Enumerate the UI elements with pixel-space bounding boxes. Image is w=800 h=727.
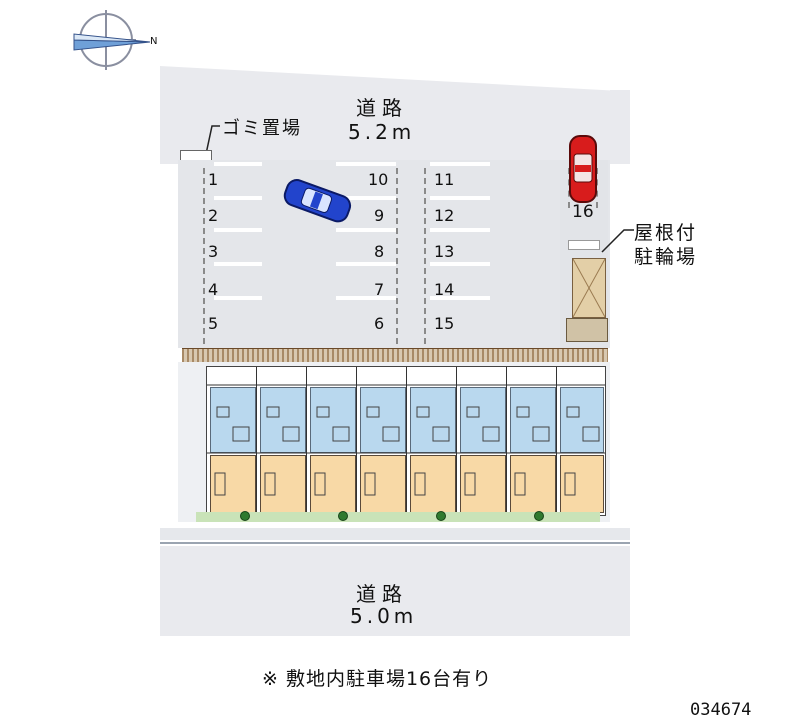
stall-divider (396, 168, 398, 344)
bike-parking-label-2: 駐輪場 (634, 246, 698, 268)
stall-line (336, 228, 396, 232)
parking-space-12: 12 (434, 206, 455, 225)
stall-divider (203, 168, 205, 344)
apartment-building (206, 366, 606, 516)
parking-space-8: 8 (374, 242, 385, 261)
stall-line (214, 228, 262, 232)
tree-icon (534, 511, 544, 521)
floor-plan-details (207, 367, 605, 515)
stall-line (336, 262, 396, 266)
bottom-road-width: 5.0m (350, 604, 418, 628)
parking-space-1: 1 (208, 170, 219, 189)
property-code: 034674 (690, 700, 752, 720)
stall-line (430, 228, 490, 232)
stall-line (430, 296, 490, 300)
parking-space-9: 9 (374, 206, 385, 225)
lot-top-line (214, 162, 262, 166)
parking-note: ※ 敷地内駐車場16台有り (262, 668, 493, 690)
red-car-icon (569, 135, 597, 203)
bike-sign (568, 240, 600, 250)
stall-line (214, 296, 262, 300)
bike-leader-line (601, 229, 634, 253)
stall-line (430, 262, 490, 266)
unit (457, 367, 506, 515)
bike-rack (566, 318, 608, 342)
lot-top-line (336, 162, 396, 166)
parking-space-14: 14 (434, 280, 455, 299)
road-line (160, 542, 630, 544)
parking-space-2: 2 (208, 206, 219, 225)
bike-parking-label-1: 屋根付 (634, 222, 698, 244)
sidewalk (160, 528, 630, 540)
compass-rose-icon (73, 10, 151, 70)
bike-shelter (572, 258, 606, 318)
parking-space-15: 15 (434, 314, 455, 333)
stall-line (214, 196, 262, 200)
parking-space-4: 4 (208, 280, 219, 299)
parking-space-10: 10 (368, 170, 389, 189)
parking-space-3: 3 (208, 242, 219, 261)
top-road-width: 5.2m (348, 120, 416, 144)
parking-lot (178, 160, 610, 348)
top-road-name: 道路 (356, 96, 408, 120)
blue-car-icon (283, 179, 352, 223)
garden-strip (196, 512, 600, 522)
stall-line (336, 196, 396, 200)
parking-space-16: 16 (572, 202, 594, 222)
parking-space-6: 6 (374, 314, 385, 333)
north-label: N (150, 36, 158, 47)
bottom-road (160, 546, 630, 636)
garbage-label: ゴミ置場 (222, 118, 302, 139)
compass: N (62, 10, 162, 74)
garbage-leader-line (205, 125, 220, 155)
unit (257, 367, 306, 515)
parking-space-11: 11 (434, 170, 455, 189)
top-road-edge (610, 90, 630, 164)
stall-line (430, 196, 490, 200)
stall-line (336, 296, 396, 300)
bottom-road-name: 道路 (356, 582, 408, 606)
stall-line (214, 262, 262, 266)
unit (507, 367, 556, 515)
stall-divider (424, 168, 426, 344)
parking-space-13: 13 (434, 242, 455, 261)
parking-space-7: 7 (374, 280, 385, 299)
unit (207, 367, 256, 515)
tree-icon (436, 511, 446, 521)
tree-icon (240, 511, 250, 521)
unit (307, 367, 356, 515)
unit (557, 367, 604, 515)
lot-top-line (430, 162, 490, 166)
tree-icon (338, 511, 348, 521)
parking-space-5: 5 (208, 314, 219, 333)
